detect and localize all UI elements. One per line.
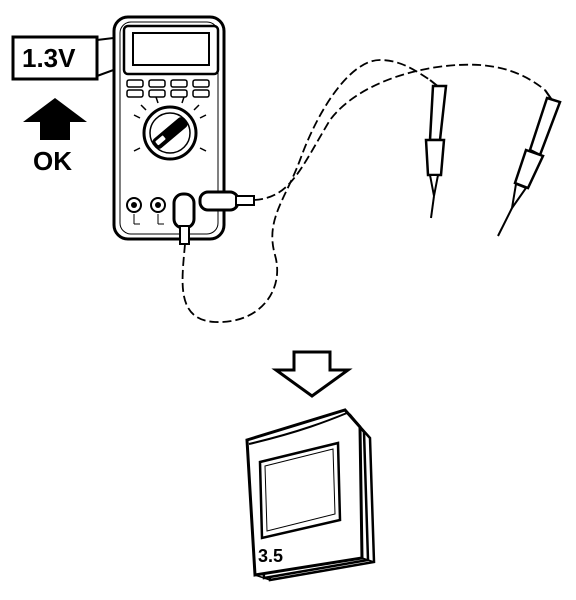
- up-arrow-icon: [23, 98, 87, 140]
- meter-buttons: [126, 79, 210, 98]
- ok-label: OK: [33, 146, 72, 176]
- manual-book-icon: 3.5: [245, 408, 376, 582]
- test-lead-cables: [181, 59, 546, 323]
- manual-section-label: 3.5: [258, 546, 283, 566]
- down-arrow-icon: [271, 350, 353, 398]
- probe-icon: [424, 79, 448, 219]
- multimeter-icon: [112, 15, 255, 245]
- volt-lead-plug: [198, 190, 255, 212]
- input-jacks: [126, 197, 166, 225]
- voltage-reading-label: 1.3V: [22, 43, 76, 73]
- rotary-selector-dial: [133, 96, 207, 161]
- probe-icon: [497, 89, 562, 237]
- com-lead-plug: [172, 192, 196, 245]
- meter-display: [132, 32, 210, 66]
- voltage-callout: 1.3V: [11, 35, 131, 81]
